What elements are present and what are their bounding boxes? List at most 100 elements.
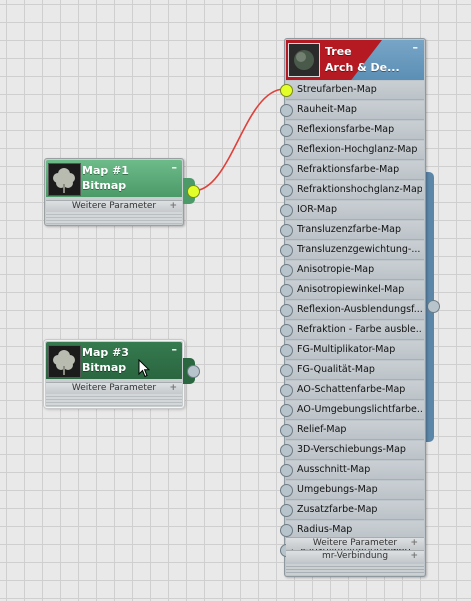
map1-rollout-label: Weitere Parameter xyxy=(71,201,157,211)
map3-title: Map #3 xyxy=(82,346,129,359)
map1-minimize-button[interactable]: – xyxy=(171,161,178,174)
expand-icon[interactable]: + xyxy=(169,383,177,393)
material-header[interactable]: Tree Arch & De... – xyxy=(286,40,424,80)
material-rollout-label: Weitere Parameter xyxy=(312,538,398,548)
map3-rollout-weitere-parameter[interactable]: Weitere Parameter + xyxy=(46,382,182,394)
material-slot[interactable]: Streufarben-Map xyxy=(280,81,424,100)
material-slot[interactable]: Refraktionsfarbe-Map xyxy=(280,161,424,180)
slot-label: FG-Qualität-Map xyxy=(297,364,375,375)
map1-node[interactable]: Map #1 Bitmap – Weitere Parameter + xyxy=(44,158,184,226)
slot-label: Ausschnitt-Map xyxy=(297,464,371,475)
expand-icon[interactable]: + xyxy=(410,551,418,561)
slot-label: Anisotropie-Map xyxy=(297,264,375,275)
material-slot[interactable]: Reflexion-Ausblendungsf... xyxy=(280,301,424,320)
material-minimize-button[interactable]: – xyxy=(412,41,419,54)
slot-input-socket[interactable] xyxy=(280,204,293,217)
slot-label: AO-Schattenfarbe-Map xyxy=(297,384,406,395)
slot-input-socket[interactable] xyxy=(280,184,293,197)
slot-input-socket[interactable] xyxy=(280,284,293,297)
slot-input-socket[interactable] xyxy=(280,504,293,517)
material-slot[interactable]: Relief-Map xyxy=(280,421,424,440)
material-output-socket[interactable] xyxy=(427,300,440,313)
slot-label: Rauheit-Map xyxy=(297,104,357,115)
material-slot[interactable]: AO-Umgebungslichtfarbe... xyxy=(280,401,424,420)
slot-input-socket[interactable] xyxy=(280,424,293,437)
slot-label: Anisotropiewinkel-Map xyxy=(297,284,405,295)
slot-label: Reflexionsfarbe-Map xyxy=(297,124,395,135)
material-slot[interactable]: Transluzenzgewichtung-... xyxy=(280,241,424,260)
map1-rollout-weitere-parameter[interactable]: Weitere Parameter + xyxy=(46,200,182,212)
slot-input-socket[interactable] xyxy=(280,464,293,477)
map3-header[interactable]: Map #3 Bitmap – xyxy=(46,342,182,379)
material-footer xyxy=(286,564,424,575)
material-rollout-mr-verbindung[interactable]: mr-Verbindung + xyxy=(286,550,424,562)
mouse-cursor-icon xyxy=(138,358,151,381)
slot-input-socket[interactable] xyxy=(280,404,293,417)
slot-input-socket[interactable] xyxy=(280,124,293,137)
slot-label: Refraktion - Farbe ausble... xyxy=(297,324,422,335)
material-slot[interactable]: Refraktionshochglanz-Map xyxy=(280,181,424,200)
slot-input-socket[interactable] xyxy=(280,84,293,97)
slot-input-socket[interactable] xyxy=(280,144,293,157)
material-slot[interactable]: Reflexion-Hochglanz-Map xyxy=(280,141,424,160)
slot-input-socket[interactable] xyxy=(280,484,293,497)
material-rollout-weitere-parameter[interactable]: Weitere Parameter + xyxy=(286,537,424,549)
expand-icon[interactable]: + xyxy=(410,538,418,548)
material-slot[interactable]: FG-Multiplikator-Map xyxy=(280,341,424,360)
slot-label: Transluzenzgewichtung-... xyxy=(297,244,421,255)
slot-input-socket[interactable] xyxy=(280,244,293,257)
material-slot[interactable]: Ausschnitt-Map xyxy=(280,461,424,480)
slot-label: Refraktionshochglanz-Map xyxy=(297,184,422,195)
slot-label: Selbstilluminations-Map xyxy=(297,544,422,555)
material-preview-icon xyxy=(288,43,320,77)
slot-label: IOR-Map xyxy=(297,204,337,215)
slot-label: Reflexion-Ausblendungsf... xyxy=(297,304,422,315)
slot-label: FG-Multiplikator-Map xyxy=(297,344,396,355)
material-rollout-label: mr-Verbindung xyxy=(321,551,389,561)
slot-label: AO-Umgebungslichtfarbe... xyxy=(297,404,422,415)
tree-thumbnail-icon xyxy=(48,345,81,378)
slot-input-socket[interactable] xyxy=(280,324,293,337)
map3-node[interactable]: Map #3 Bitmap – Weitere Parameter + xyxy=(44,340,184,408)
tree-thumbnail-icon xyxy=(48,163,81,196)
material-slot[interactable]: Transluzenzfarbe-Map xyxy=(280,221,424,240)
map3-rollout-label: Weitere Parameter xyxy=(71,383,157,393)
slot-input-socket[interactable] xyxy=(280,104,293,117)
slot-label: Relief-Map xyxy=(297,424,347,435)
slot-input-socket[interactable] xyxy=(280,344,293,357)
material-type: Arch & De... xyxy=(325,61,400,74)
material-slot[interactable]: Zusatzfarbe-Map xyxy=(280,501,424,520)
map3-minimize-button[interactable]: – xyxy=(171,343,178,356)
material-slot[interactable]: Umgebungs-Map xyxy=(280,481,424,500)
slot-input-socket[interactable] xyxy=(280,304,293,317)
material-slot[interactable]: 3D-Verschiebungs-Map xyxy=(280,441,424,460)
wire-map1-to-diffuse[interactable] xyxy=(192,88,285,192)
slot-input-socket[interactable] xyxy=(280,524,293,537)
material-slot[interactable]: Anisotropiewinkel-Map xyxy=(280,281,424,300)
material-slot[interactable]: Refraktion - Farbe ausble... xyxy=(280,321,424,340)
slot-label: Zusatzfarbe-Map xyxy=(297,504,378,515)
slot-input-socket[interactable] xyxy=(280,264,293,277)
slot-label: Transluzenzfarbe-Map xyxy=(297,224,402,235)
slot-input-socket[interactable] xyxy=(280,384,293,397)
material-slot[interactable]: IOR-Map xyxy=(280,201,424,220)
material-slot[interactable]: Anisotropie-Map xyxy=(280,261,424,280)
slot-label: Umgebungs-Map xyxy=(297,484,378,495)
slot-input-socket[interactable] xyxy=(280,224,293,237)
map1-output-socket[interactable] xyxy=(187,185,200,198)
material-slot[interactable]: FG-Qualität-Map xyxy=(280,361,424,380)
expand-icon[interactable]: + xyxy=(169,201,177,211)
map3-output-socket[interactable] xyxy=(187,365,200,378)
map1-type: Bitmap xyxy=(82,179,127,192)
slot-label: Radius-Map xyxy=(297,524,353,535)
map1-header[interactable]: Map #1 Bitmap – xyxy=(46,160,182,197)
slot-input-socket[interactable] xyxy=(280,364,293,377)
slot-label: Reflexion-Hochglanz-Map xyxy=(297,144,418,155)
material-slot[interactable]: AO-Schattenfarbe-Map xyxy=(280,381,424,400)
material-slot[interactable]: Rauheit-Map xyxy=(280,101,424,120)
slot-label: Streufarben-Map xyxy=(297,84,377,95)
slot-input-socket[interactable] xyxy=(280,444,293,457)
slot-input-socket[interactable] xyxy=(280,164,293,177)
material-slot[interactable]: Reflexionsfarbe-Map xyxy=(280,121,424,140)
